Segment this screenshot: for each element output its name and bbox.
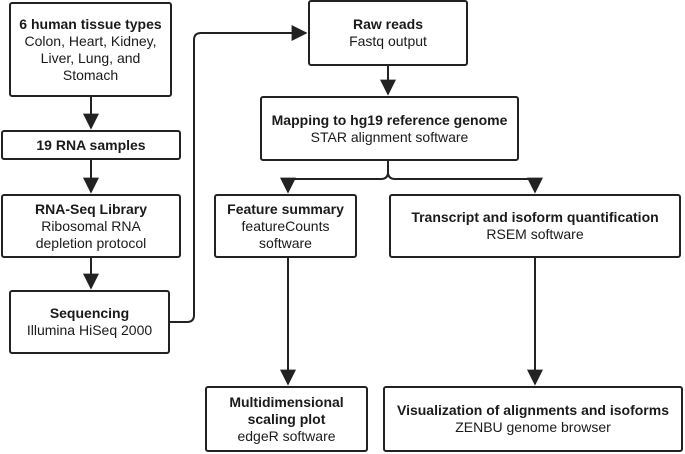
node-mapping: Mapping to hg19 reference genome STAR al…	[260, 96, 519, 161]
node-text: Liver, Lung, and	[40, 49, 141, 66]
node-title: Feature summary	[227, 200, 344, 217]
node-text: STAR alignment software	[310, 128, 469, 145]
node-title: 6 human tissue types	[19, 15, 162, 32]
node-zenbu-visualization: Visualization of alignments and isoforms…	[383, 386, 683, 452]
node-text: edgeR software	[237, 427, 336, 444]
node-transcript-quantification: Transcript and isoform quantification RS…	[389, 194, 681, 258]
node-title: Raw reads	[352, 16, 424, 32]
node-text: RSEM software	[486, 226, 584, 242]
node-title: Transcript and isoform quantification	[411, 209, 659, 225]
node-text: Ribosomal RNA	[41, 217, 141, 234]
node-mds-plot: Multidimensional scaling plot edgeR soft…	[205, 386, 368, 452]
node-title: Mapping to hg19 reference genome	[271, 111, 508, 128]
node-title: scaling plot	[247, 410, 326, 427]
node-title: Visualization of alignments and isoforms	[396, 402, 669, 418]
node-title: 19 RNA samples	[36, 136, 146, 153]
node-text: ZENBU genome browser	[455, 419, 611, 435]
node-feature-summary: Feature summary featureCounts software	[214, 194, 357, 258]
node-text: Colon, Heart, Kidney,	[24, 32, 157, 49]
node-text: Illumina HiSeq 2000	[26, 322, 153, 338]
node-tissue-types: 6 human tissue types Colon, Heart, Kidne…	[9, 2, 172, 97]
node-raw-reads: Raw reads Fastq output	[308, 0, 468, 66]
node-text: software	[259, 234, 312, 251]
node-rna-samples: 19 RNA samples	[1, 130, 181, 160]
node-text: Fastq output	[349, 33, 427, 49]
arrow-mapping-to-transcript	[387, 171, 543, 194]
node-text: depletion protocol	[35, 234, 147, 251]
node-text: featureCounts	[241, 217, 330, 234]
node-title: Sequencing	[49, 305, 130, 321]
node-rnaseq-library: RNA-Seq Library Ribosomal RNA depletion …	[1, 194, 181, 258]
node-text: Stomach	[62, 66, 119, 83]
node-sequencing: Sequencing Illumina HiSeq 2000	[9, 290, 170, 354]
node-title: Multidimensional	[229, 393, 344, 410]
arrow-sequencing-to-raw	[170, 25, 308, 323]
node-title: RNA-Seq Library	[34, 200, 148, 217]
arrow-mapping-to-feature	[280, 171, 389, 194]
